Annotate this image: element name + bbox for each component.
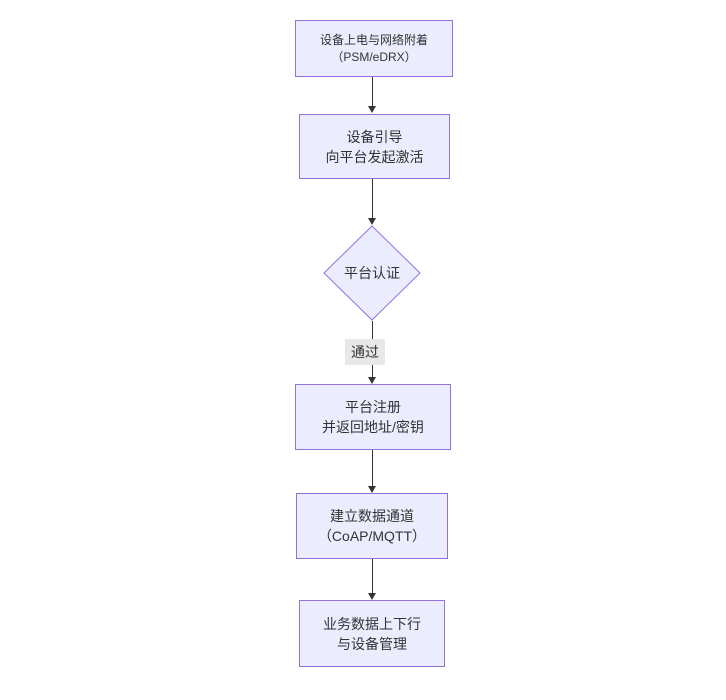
edge-line bbox=[372, 77, 373, 108]
node-label-line: 并返回地址/密钥 bbox=[322, 419, 424, 435]
arrowhead-down-icon bbox=[368, 593, 376, 600]
edge-line bbox=[372, 450, 373, 488]
node-label-line: （CoAP/MQTT） bbox=[317, 528, 427, 544]
arrowhead-down-icon bbox=[368, 106, 376, 113]
diamond-shape bbox=[323, 225, 421, 321]
edge-label-pass: 通过 bbox=[345, 339, 385, 365]
node-label-line: 与设备管理 bbox=[337, 635, 407, 652]
arrowhead-down-icon bbox=[368, 486, 376, 493]
edge-power-to-bootstrap bbox=[368, 77, 377, 113]
node-label-line: 平台认证 bbox=[344, 265, 400, 281]
edge-bootstrap-to-auth bbox=[368, 179, 377, 225]
node-label-line: 设备上电与网络附着 bbox=[319, 32, 428, 47]
edge-line bbox=[372, 179, 373, 220]
node-label-line: 建立数据通道 bbox=[330, 508, 414, 524]
node-label-line: 平台注册 bbox=[345, 399, 401, 415]
edge-channel-to-business bbox=[368, 559, 377, 600]
arrowhead-down-icon bbox=[368, 218, 376, 225]
node-label-line: 业务数据上下行 bbox=[323, 615, 421, 632]
node-bootstrap: 设备引导 向平台发起激活 bbox=[299, 114, 450, 179]
node-business-data: 业务数据上下行 与设备管理 bbox=[299, 600, 445, 667]
node-label-line: （PSM/eDRX） bbox=[331, 49, 417, 64]
node-label-line: 向平台发起激活 bbox=[325, 148, 424, 165]
edge-register-to-channel bbox=[368, 450, 377, 493]
node-power-attach: 设备上电与网络附着 （PSM/eDRX） bbox=[295, 20, 453, 77]
node-platform-auth: 平台认证 bbox=[323, 225, 421, 321]
node-platform-register: 平台注册 并返回地址/密钥 bbox=[295, 384, 451, 450]
node-label-line: 设备引导 bbox=[346, 128, 403, 145]
arrowhead-down-icon bbox=[368, 377, 376, 384]
edge-line bbox=[372, 559, 373, 595]
node-data-channel: 建立数据通道 （CoAP/MQTT） bbox=[296, 493, 448, 559]
